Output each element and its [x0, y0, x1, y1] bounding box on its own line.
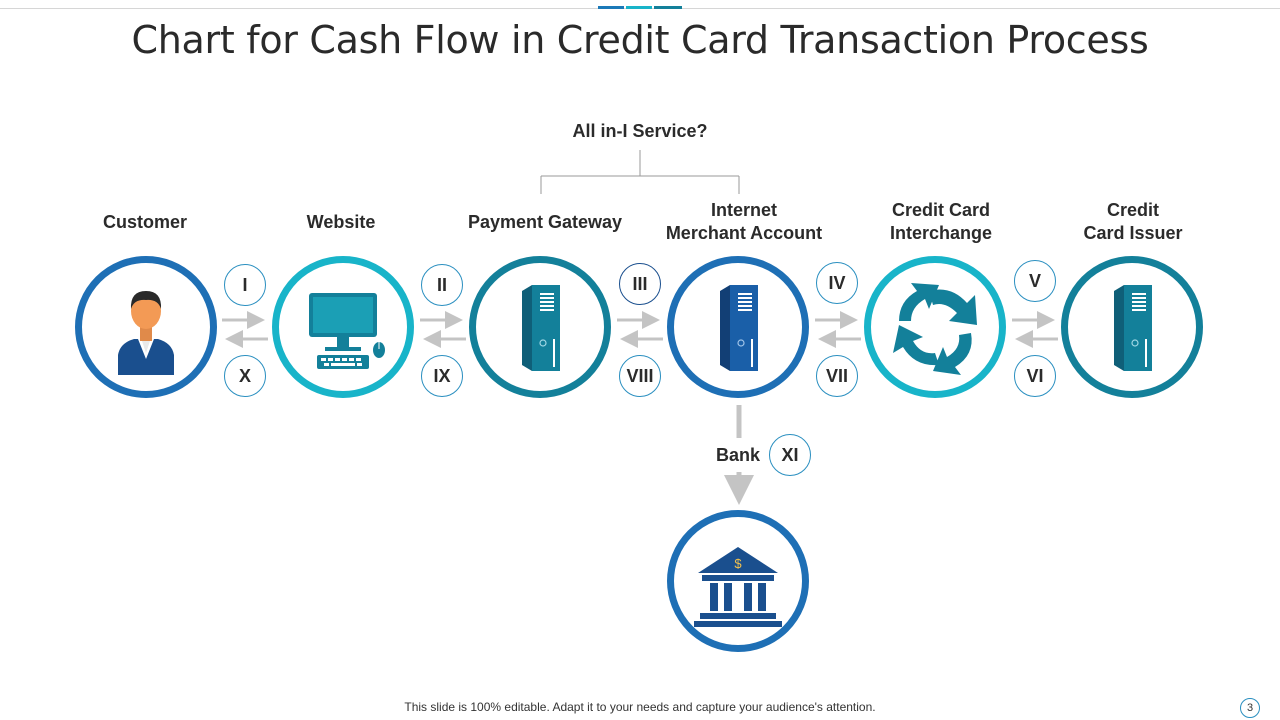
footer-note: This slide is 100% editable. Adapt it to… — [404, 700, 876, 714]
person-icon — [118, 291, 174, 375]
top-accent-mark — [626, 6, 652, 9]
server-icon — [1114, 285, 1152, 371]
service-bracket — [540, 150, 740, 194]
label-customer: Customer — [102, 212, 187, 232]
step-badge: VI — [1014, 355, 1056, 397]
computer-icon — [309, 293, 385, 369]
label-line: Card Issuer — [1083, 223, 1183, 243]
node-merchant-account — [667, 256, 809, 398]
slide-title: Chart for Cash Flow in Credit Card Trans… — [131, 18, 1149, 62]
label-payment-gateway: Payment Gateway — [467, 212, 623, 232]
step-badge: IX — [421, 355, 463, 397]
step-badge: X — [224, 355, 266, 397]
label-merchant-account: Internet Merchant Account — [644, 199, 844, 245]
top-accent-mark — [598, 6, 624, 9]
server-icon — [720, 285, 758, 371]
step-badge: XI — [769, 434, 811, 476]
svg-text:$: $ — [734, 556, 742, 571]
node-card-issuer — [1061, 256, 1203, 398]
page-number: 3 — [1240, 698, 1260, 718]
step-badge: VIII — [619, 355, 661, 397]
label-website: Website — [306, 212, 376, 232]
step-badge: III — [619, 263, 661, 305]
all-in-one-service-label: All in-I Service? — [572, 121, 708, 141]
label-line: Interchange — [889, 223, 993, 243]
label-line: Merchant Account — [665, 223, 823, 243]
label-bank: Bank — [715, 445, 760, 465]
label-line: Internet — [710, 200, 777, 220]
step-badge: IV — [816, 262, 858, 304]
node-payment-gateway — [469, 256, 611, 398]
step-badge: II — [421, 264, 463, 306]
label-line: Credit — [1106, 200, 1159, 220]
node-website — [272, 256, 414, 398]
node-bank: $ — [667, 510, 809, 652]
recycle-arrows-icon — [893, 283, 977, 375]
step-badge: I — [224, 264, 266, 306]
label-card-issuer: Credit Card Issuer — [1058, 199, 1208, 245]
step-badge: VII — [816, 355, 858, 397]
top-accent-mark — [654, 6, 682, 9]
node-customer — [75, 256, 217, 398]
label-card-interchange: Credit Card Interchange — [846, 199, 1036, 245]
bank-building-icon: $ — [694, 547, 782, 627]
server-icon — [522, 285, 560, 371]
step-badge: V — [1014, 260, 1056, 302]
node-card-interchange — [864, 256, 1006, 398]
label-line: Credit Card — [891, 200, 990, 220]
